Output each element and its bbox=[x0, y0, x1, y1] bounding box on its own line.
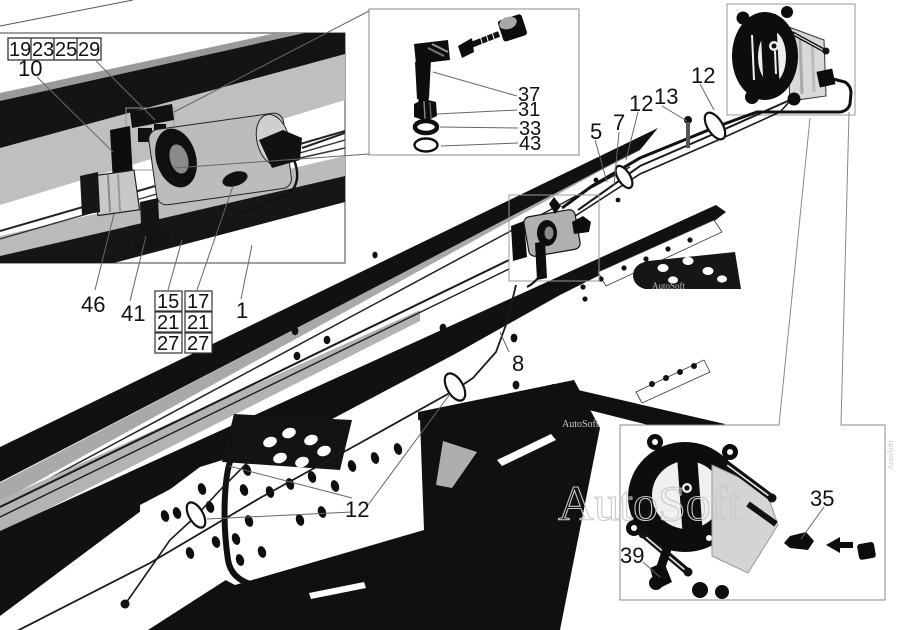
svg-text:31: 31 bbox=[518, 99, 540, 121]
svg-text:12: 12 bbox=[629, 91, 653, 116]
svg-text:21: 21 bbox=[187, 312, 209, 334]
svg-text:27: 27 bbox=[157, 333, 179, 355]
svg-text:19: 19 bbox=[9, 39, 31, 61]
svg-text:12: 12 bbox=[345, 497, 369, 522]
svg-text:27: 27 bbox=[187, 333, 209, 355]
svg-text:12: 12 bbox=[691, 63, 715, 88]
svg-text:AutoSoft: AutoSoft bbox=[886, 440, 895, 470]
svg-text:25: 25 bbox=[55, 39, 77, 61]
svg-text:21: 21 bbox=[157, 312, 179, 334]
svg-text:29: 29 bbox=[78, 39, 100, 61]
svg-text:33: 33 bbox=[519, 118, 541, 140]
svg-text:8: 8 bbox=[512, 351, 524, 376]
svg-text:13: 13 bbox=[654, 84, 678, 109]
svg-text:41: 41 bbox=[121, 301, 145, 326]
svg-text:AutoSoft: AutoSoft bbox=[652, 281, 686, 291]
svg-text:37: 37 bbox=[518, 84, 540, 106]
svg-text:17: 17 bbox=[187, 291, 209, 313]
svg-text:39: 39 bbox=[620, 543, 644, 568]
svg-text:7: 7 bbox=[613, 110, 625, 135]
svg-text:46: 46 bbox=[81, 292, 105, 317]
svg-text:43: 43 bbox=[519, 133, 541, 155]
svg-text:15: 15 bbox=[157, 291, 179, 313]
svg-text:AutoSoft: AutoSoft bbox=[558, 475, 741, 531]
svg-text:5: 5 bbox=[590, 119, 602, 144]
svg-text:10: 10 bbox=[18, 56, 42, 81]
svg-text:35: 35 bbox=[810, 486, 834, 511]
svg-text:1: 1 bbox=[236, 298, 248, 323]
svg-text:AutoSoft: AutoSoft bbox=[562, 419, 599, 430]
svg-text:23: 23 bbox=[32, 39, 54, 61]
